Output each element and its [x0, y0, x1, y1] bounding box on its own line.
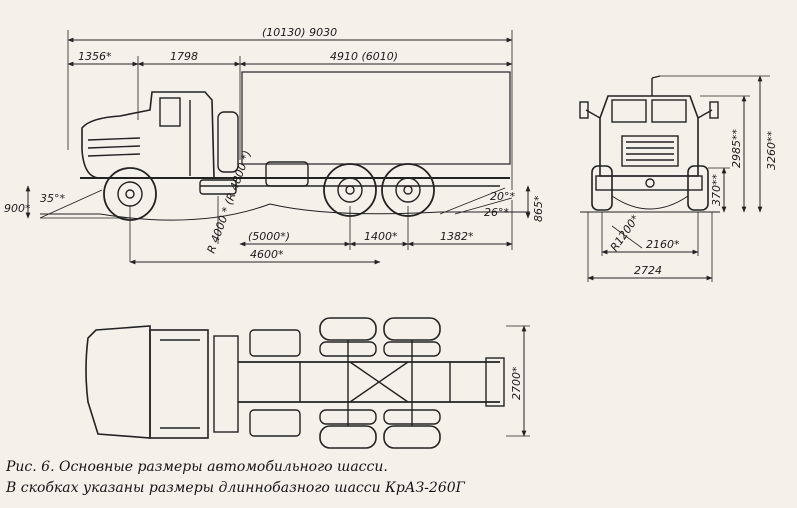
departure-angle-2-dim: 26°* [484, 206, 509, 219]
front-height-low-dim: 370** [710, 174, 723, 206]
caption-line-2: В скобках указаны размеры длиннобазного … [6, 480, 465, 496]
wheelbase-total-dim: 4600* [250, 248, 284, 261]
approach-angle-dim: 35°* [40, 192, 65, 205]
overall-length-dim: (10130) 9030 [262, 26, 337, 39]
side-view [25, 30, 531, 265]
front-height-total-dim: 3260** [765, 131, 778, 170]
front-view [579, 75, 770, 282]
wheelbase-main-dim: (5000*) [248, 230, 290, 243]
axle-spacing-dim: 1400* [364, 230, 398, 243]
front-width-dim: 2724 [634, 264, 662, 277]
ground-radius-dim: R1200* [608, 212, 643, 254]
front-height-dim: 900* [4, 202, 31, 215]
turn-radius-dim: R 4000 * (R 4800 *) [205, 149, 254, 255]
top-width-dim: 2700* [510, 366, 523, 400]
caption-line-1: Рис. 6. Основные размеры автомобильного … [6, 459, 388, 475]
front-height-cab-dim: 2985** [730, 129, 743, 168]
frame-length-dim: 4910 (6010) [330, 50, 398, 63]
front-overhang-dim: 1356* [78, 50, 112, 63]
rear-height-dim: 865* [532, 195, 545, 222]
departure-angle-1-dim: 20°* [490, 190, 515, 203]
top-view [85, 317, 530, 449]
rear-overhang-dim: 1382* [440, 230, 474, 243]
track-dim: 2160* [646, 238, 680, 251]
cab-section-dim: 1798 [170, 50, 198, 63]
